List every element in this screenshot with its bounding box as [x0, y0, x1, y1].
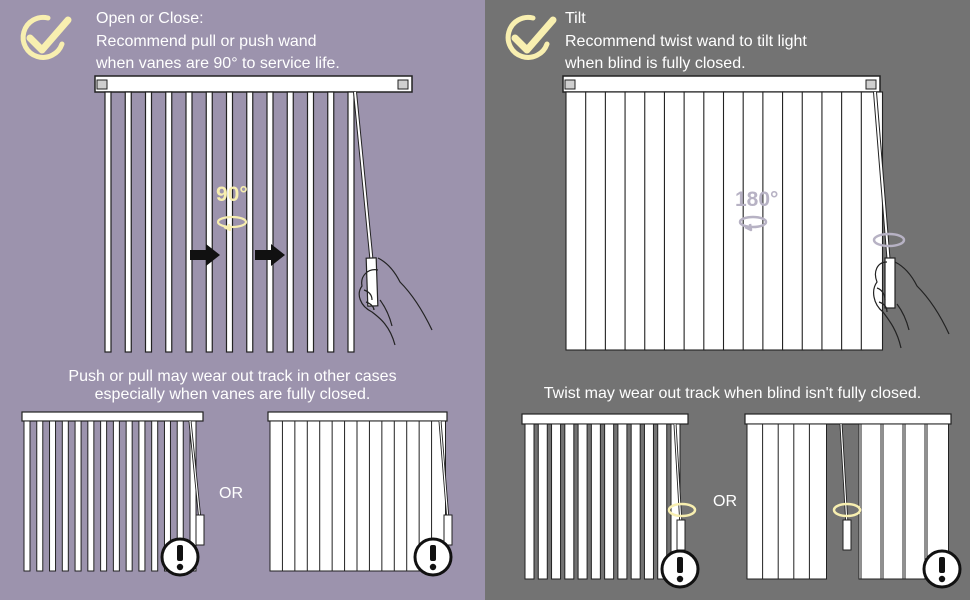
- blind-vane: [777, 423, 796, 580]
- blind-vane: [880, 423, 905, 580]
- blind-vane: [746, 423, 765, 580]
- right-heading: Tilt: [565, 10, 586, 27]
- blind-vane: [286, 91, 294, 353]
- blind-vane: [36, 420, 44, 572]
- blind-vane: [319, 420, 335, 572]
- blind-vane: [564, 423, 575, 580]
- blind-vane: [225, 91, 234, 353]
- left-warning-line1: Push or pull may wear out track in other…: [68, 368, 397, 385]
- right-panel-tilt: Tilt Recommend twist wand to tilt light …: [485, 0, 970, 600]
- blind-vane: [266, 91, 274, 353]
- rotation-angle-label-180: 180°: [735, 188, 779, 211]
- rotate-icon: [216, 215, 248, 232]
- left-or-label: OR: [219, 485, 243, 502]
- blind-vane: [617, 423, 628, 580]
- blind-vane: [281, 420, 297, 572]
- blind-vane: [393, 420, 409, 572]
- blind-vane: [858, 423, 883, 580]
- blind-vane: [205, 91, 213, 353]
- blind-vane: [100, 420, 108, 572]
- right-instruction-line1: Recommend twist wand to tilt light: [565, 33, 807, 50]
- blind-vane: [327, 91, 335, 353]
- exclamation-circle-icon: [413, 537, 453, 577]
- blind-vane: [793, 423, 812, 580]
- blind-vane: [74, 420, 82, 572]
- blind-vane: [125, 420, 133, 572]
- not-fully-closed-blind-illustration: [521, 413, 952, 580]
- right-warning-line1: Twist may wear out track when blind isn'…: [543, 385, 922, 402]
- blind-vane: [762, 423, 781, 580]
- blind-vane: [144, 91, 153, 353]
- hand-icon: [873, 261, 950, 349]
- right-instruction-line2: when blind is fully closed.: [565, 55, 746, 72]
- blind-vane: [306, 420, 322, 572]
- hand-icon: [358, 257, 433, 346]
- vane-group-open: [104, 91, 355, 353]
- blind-vane: [808, 423, 827, 580]
- blind-vane: [590, 423, 601, 580]
- exclamation-circle-icon: [160, 537, 200, 577]
- blind-vane: [551, 423, 562, 580]
- blind-vane: [49, 420, 57, 572]
- blind-vane: [356, 420, 372, 572]
- check-circle-icon: [20, 14, 72, 60]
- blind-vane: [860, 91, 884, 351]
- exclamation-circle-icon: [660, 549, 700, 589]
- open-vanes-illustration: [94, 75, 433, 353]
- check-circle-icon: [505, 14, 557, 60]
- right-or-label: OR: [713, 493, 737, 510]
- blind-vane: [124, 91, 132, 353]
- left-instruction-line1: Recommend pull or push wand: [96, 33, 317, 50]
- blind-vane: [185, 91, 193, 353]
- left-panel-open-close: Open or Close: Recommend pull or push wa…: [0, 0, 485, 600]
- blind-vane: [331, 420, 347, 572]
- exclamation-circle-icon: [922, 549, 962, 589]
- left-heading: Open or Close:: [96, 10, 204, 27]
- blind-vane: [23, 420, 31, 572]
- arrow-right-icon: [190, 244, 285, 266]
- rotate-icon: [738, 215, 906, 248]
- blind-vane: [104, 91, 112, 353]
- left-instruction-line2: when vanes are 90° to service life.: [96, 55, 340, 72]
- blind-vane: [269, 420, 285, 572]
- left-warning-line2: especially when vanes are fully closed.: [94, 386, 371, 403]
- blind-vane: [524, 423, 535, 580]
- blind-vane: [138, 420, 146, 572]
- blind-vane: [294, 420, 310, 572]
- blind-vane: [537, 423, 548, 580]
- blind-vane: [87, 420, 95, 572]
- blind-vane: [306, 91, 315, 353]
- rotation-angle-label-90: 90°: [216, 183, 248, 206]
- blind-vane: [347, 91, 355, 353]
- blind-vane: [657, 423, 668, 580]
- blind-vane: [61, 420, 69, 572]
- blind-vane: [604, 423, 615, 580]
- blind-vane: [112, 420, 120, 572]
- blind-vane: [151, 420, 159, 572]
- closed-vanes-illustration: [562, 75, 950, 351]
- blind-vane: [643, 423, 654, 580]
- blind-vane: [344, 420, 360, 572]
- blind-vane: [368, 420, 384, 572]
- blind-vane: [630, 423, 641, 580]
- blind-vane: [165, 91, 173, 353]
- partially-open-blind-illustration: [21, 411, 453, 572]
- blind-vane: [381, 420, 397, 572]
- blind-vane: [577, 423, 588, 580]
